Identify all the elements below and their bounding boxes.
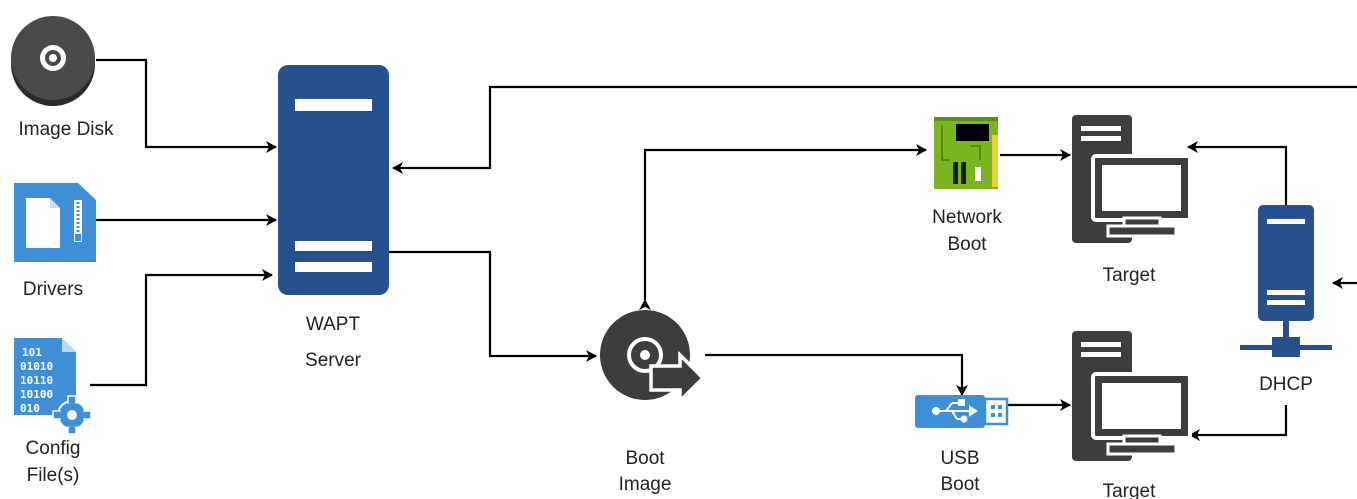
svg-text:010: 010 xyxy=(20,402,40,415)
gear-icon xyxy=(52,395,92,435)
binary-config-file-icon: 101 01010 10110 10100 010 xyxy=(14,338,92,435)
config-files-node: 101 01010 10110 10100 010 Config File(s) xyxy=(14,338,92,486)
boot-disc-icon xyxy=(600,310,706,406)
usb-boot-label-line1: USB xyxy=(940,448,979,469)
config-label-line1: Config xyxy=(26,438,81,459)
edge-server-to-boot-image xyxy=(389,250,597,362)
network-boot-node: Network Boot xyxy=(932,117,1002,255)
boot-image-label-line2: Image xyxy=(619,474,672,495)
edge-boot-image-to-usb xyxy=(705,353,968,396)
edge-image-disk-to-server xyxy=(96,58,277,153)
workstation-icon xyxy=(1072,115,1192,243)
network-boot-label-line1: Network xyxy=(932,207,1002,228)
target-bottom-label: Target xyxy=(1103,481,1157,499)
svg-text:10100: 10100 xyxy=(20,388,53,401)
edge-config-to-server xyxy=(90,269,273,387)
target-top-node: Target xyxy=(1072,115,1192,286)
drivers-node: Drivers xyxy=(14,183,96,300)
disc-icon xyxy=(11,16,95,106)
drivers-label: Drivers xyxy=(23,279,83,300)
edge-dhcp-to-target-top xyxy=(1187,141,1288,205)
dhcp-label: DHCP xyxy=(1259,374,1313,395)
network-card-icon xyxy=(934,117,998,189)
edge-bootimage-networkboot xyxy=(639,144,927,310)
network-boot-label-line2: Boot xyxy=(947,234,987,255)
boot-image-label-line1: Boot xyxy=(625,448,665,469)
connectors xyxy=(90,58,1357,441)
usb-drive-icon xyxy=(915,395,1009,428)
svg-text:101: 101 xyxy=(22,346,42,359)
svg-text:10110: 10110 xyxy=(20,374,53,387)
zip-file-icon xyxy=(14,183,96,262)
edge-dhcp-to-target-bottom xyxy=(1189,405,1288,441)
server-icon xyxy=(278,65,389,295)
boot-image-node: Boot Image xyxy=(600,310,706,495)
workstation-icon xyxy=(1072,331,1192,461)
wapt-server-node: WAPT Server xyxy=(278,65,389,371)
config-label-line2: File(s) xyxy=(27,465,80,486)
image-disk-label: Image Disk xyxy=(18,119,114,140)
dhcp-node: DHCP xyxy=(1240,205,1332,395)
svg-text:01010: 01010 xyxy=(20,360,53,373)
network-server-icon xyxy=(1240,205,1332,357)
target-top-label: Target xyxy=(1103,265,1157,286)
target-bottom-node: Target xyxy=(1072,331,1192,499)
wapt-label-line1: WAPT xyxy=(306,314,361,335)
usb-boot-node: USB Boot xyxy=(915,395,1009,495)
usb-boot-label-line2: Boot xyxy=(940,474,980,495)
image-disk-node: Image Disk xyxy=(11,16,114,140)
wapt-label-line2: Server xyxy=(305,350,362,371)
edge-external-to-server xyxy=(392,85,1357,174)
